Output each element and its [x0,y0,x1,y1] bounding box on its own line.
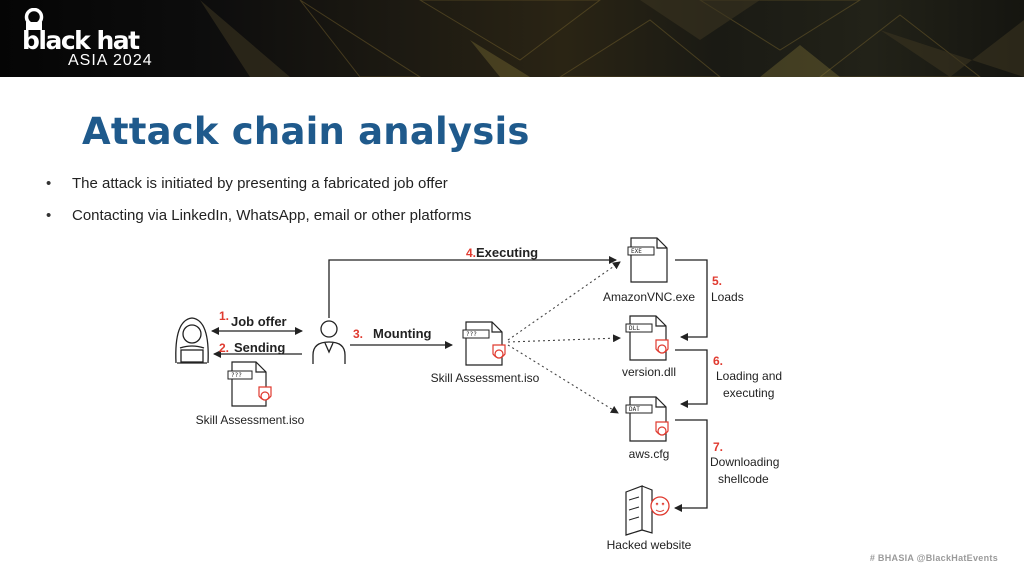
iso-tag: ??? [231,372,242,379]
arrow-loads [675,259,708,341]
hacker-icon [175,317,209,364]
label-iso-mid: Skill Assessment.iso [431,371,540,385]
bullet-text: The attack is initiated by presenting a … [72,175,448,192]
skull-icon [650,496,670,516]
header-banner: black hat ASIA 2024 [0,0,1024,77]
bullet-dot-icon: • [46,207,52,224]
hacker-head-logo-icon [24,8,44,30]
file-icon-cfg: DAT [625,396,669,442]
bullet-item: • The attack is initiated by presenting a… [44,174,471,206]
arrow-loading-executing [675,349,708,408]
label-iso-left: Skill Assessment.iso [196,413,305,427]
step-6-label-line2: executing [723,386,774,400]
step-2-label: Sending [234,340,285,355]
step-1-number: 1. [219,309,229,323]
step-2-number: 2. [219,341,229,355]
blackhat-logo: black hat ASIA 2024 [22,8,172,72]
step-4-label: Executing [476,245,538,260]
step-5-number: 5. [712,274,722,288]
label-exe: AmazonVNC.exe [603,290,695,304]
step-7-number: 7. [713,440,723,454]
step-1-label: Job offer [231,314,287,329]
footer-hashtag: # BHASIA @BlackHatEvents [869,553,998,563]
file-icon-dll: DLL [625,315,669,361]
label-dll: version.dll [622,365,676,379]
step-7-label-line1: Downloading [710,455,779,469]
logo-event: ASIA 2024 [68,52,153,69]
step-7-label-line2: shellcode [718,472,769,486]
file-icon-exe: EXE [627,237,668,283]
file-icon-iso-left: ??? [227,361,272,407]
step-3-label: Mounting [373,326,432,341]
dat-tag: DAT [629,406,640,413]
step-6-number: 6. [713,354,723,368]
label-cfg: aws.cfg [629,447,670,461]
banner-background [200,0,1024,77]
step-3-number: 3. [353,327,363,341]
bullet-text: Contacting via LinkedIn, WhatsApp, email… [72,207,472,224]
exe-tag: EXE [631,248,642,255]
target-user-icon [312,320,346,364]
arrow-executing [328,256,617,318]
step-5-label: Loads [711,290,744,304]
label-website: Hacked website [607,538,692,552]
bullet-dot-icon: • [46,175,52,192]
page-title: Attack chain analysis [82,110,530,153]
step-6-label-line1: Loading and [716,369,782,383]
file-icon-iso-mid: ??? [462,321,506,366]
bullet-item: • Contacting via LinkedIn, WhatsApp, emai… [44,206,471,238]
arrow-downloading [674,419,708,512]
bullet-list: • The attack is initiated by presenting a… [44,174,471,238]
server-icon [625,485,670,536]
dll-tag: DLL [629,325,640,332]
iso-tag: ??? [466,331,477,338]
iso-contents-lines [507,261,621,414]
step-4-number: 4. [466,246,476,260]
logo-wordmark: black hat [22,26,140,55]
